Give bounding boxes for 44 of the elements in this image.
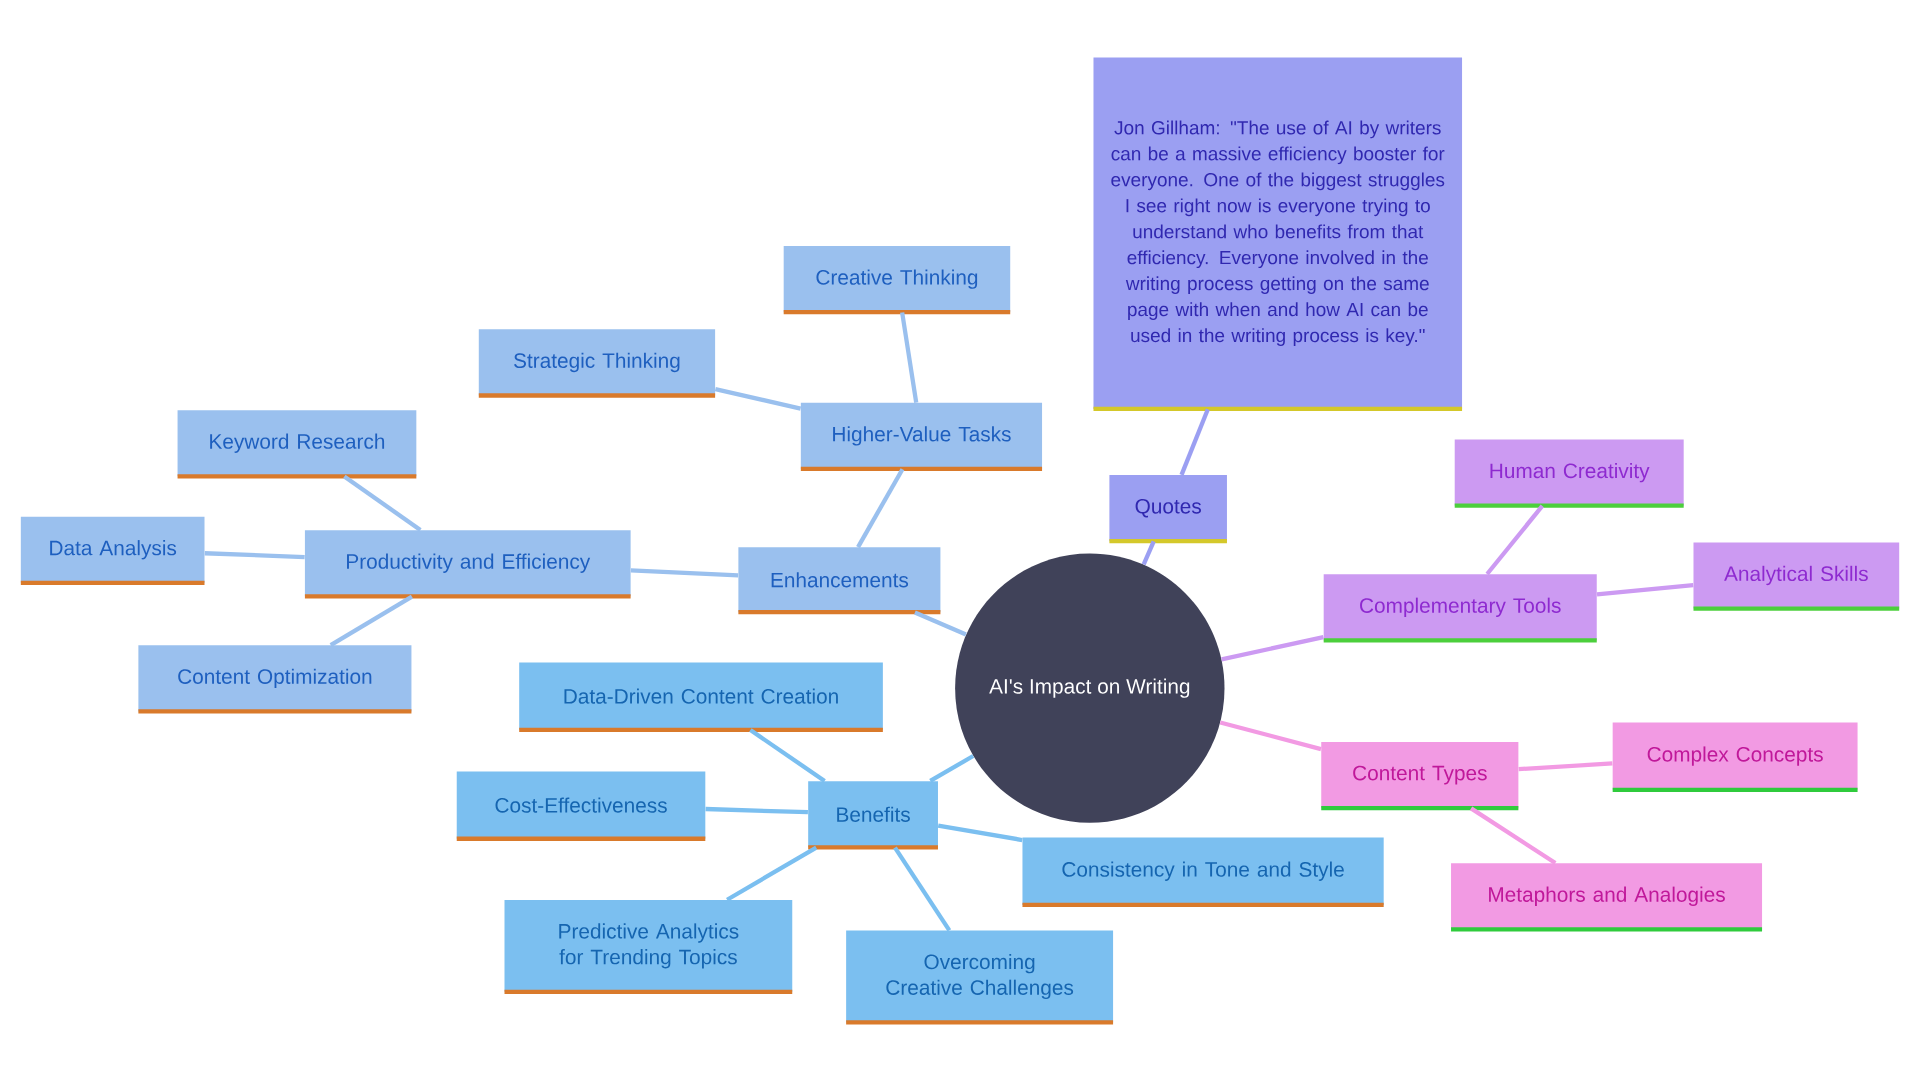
- connector-line: [1485, 504, 1544, 576]
- connector-line: [329, 594, 414, 647]
- connector-line: [204, 551, 305, 560]
- topic-box: Complementary Tools: [1323, 574, 1597, 643]
- quote-box: Jon Gillham: "The use of AI by writers can be a massive efficiency booster for everyone. One of the biggest struggles I see right now is everyone trying to understand who benefits from that efficiency. Everyone involved in the writing process getting on the same page with when and how AI can be used in the writing process is key.": [1093, 57, 1463, 412]
- topic-box: Content Types: [1321, 742, 1519, 811]
- topic-box: Quotes: [1109, 475, 1227, 544]
- connector-line: [714, 387, 802, 411]
- connector-line: [929, 754, 975, 783]
- topic-box: Cost-Effectiveness: [456, 771, 706, 841]
- topic-box: Consistency in Tone and Style: [1022, 837, 1384, 908]
- connector-line: [343, 474, 422, 532]
- connector-line: [1596, 583, 1694, 597]
- connector-line: [1221, 635, 1324, 662]
- topic-box: Benefits: [808, 781, 938, 850]
- connector-line: [1219, 720, 1322, 752]
- topic-box: Data Analysis: [20, 516, 205, 585]
- topic-box: Higher-Value Tasks: [800, 402, 1043, 472]
- topic-box: Strategic Thinking: [478, 329, 716, 398]
- connector-line: [1141, 540, 1156, 566]
- topic-box: Metaphors and Analogies: [1451, 863, 1763, 932]
- connector-line: [914, 610, 967, 637]
- connector-line: [1518, 761, 1613, 772]
- topic-box: Analytical Skills: [1693, 542, 1900, 611]
- connector-line: [630, 568, 739, 578]
- connector-line: [726, 845, 818, 902]
- topic-box: Predictive Analytics for Trending Topics: [504, 900, 793, 994]
- connector-line: [1179, 408, 1210, 476]
- connector-line: [937, 823, 1023, 843]
- topic-box: Content Optimization: [138, 645, 412, 714]
- topic-box: Keyword Research: [177, 410, 417, 479]
- topic-box: Overcoming Creative Challenges: [846, 930, 1114, 1025]
- connector-line: [705, 806, 808, 815]
- connector-line: [893, 846, 952, 932]
- topic-box: Productivity and Efficiency: [304, 530, 631, 599]
- topic-box: Data-Driven Content Creation: [519, 662, 883, 732]
- connector-line: [1469, 806, 1557, 865]
- topic-box: Human Creativity: [1454, 439, 1684, 508]
- connector-line: [856, 468, 905, 549]
- topic-box: Complex Concepts: [1612, 722, 1858, 792]
- connector-line: [749, 728, 826, 783]
- connector-line: [900, 312, 919, 403]
- topic-box: Creative Thinking: [783, 246, 1011, 315]
- topic-box: Enhancements: [738, 547, 941, 615]
